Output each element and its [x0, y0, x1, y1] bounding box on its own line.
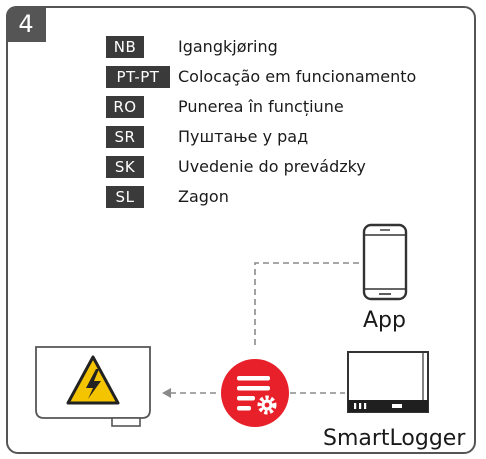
- lang-code-badge: SK: [106, 156, 144, 178]
- smartlogger-icon: [347, 351, 429, 413]
- lang-text: Igangkjøring: [178, 37, 278, 56]
- lang-text: Uvedenie do prevádzky: [178, 157, 366, 176]
- lang-text: Colocação em funcionamento: [178, 67, 417, 86]
- step-number: 4: [6, 6, 46, 42]
- lang-text: Zagon: [178, 187, 229, 206]
- high-voltage-warning-icon: [66, 355, 120, 405]
- lang-code-badge: NB: [106, 36, 144, 58]
- lang-code-badge: PT-PT: [106, 66, 170, 88]
- app-connector-line: [254, 262, 360, 345]
- lang-text: Punerea în funcțiune: [178, 97, 344, 116]
- app-label: App: [363, 308, 406, 333]
- phone-icon: [362, 223, 408, 301]
- lang-code-badge: SR: [106, 126, 144, 148]
- lang-text: Пуштање у рад: [178, 127, 309, 146]
- settings-icon: [221, 359, 289, 427]
- lang-code-badge: RO: [106, 96, 144, 118]
- step-frame: [6, 6, 476, 454]
- smartlogger-label: SmartLogger: [323, 426, 466, 451]
- arrow-head-icon: [162, 388, 171, 398]
- lang-code-badge: SL: [106, 186, 144, 208]
- connector-lines: [170, 262, 360, 394]
